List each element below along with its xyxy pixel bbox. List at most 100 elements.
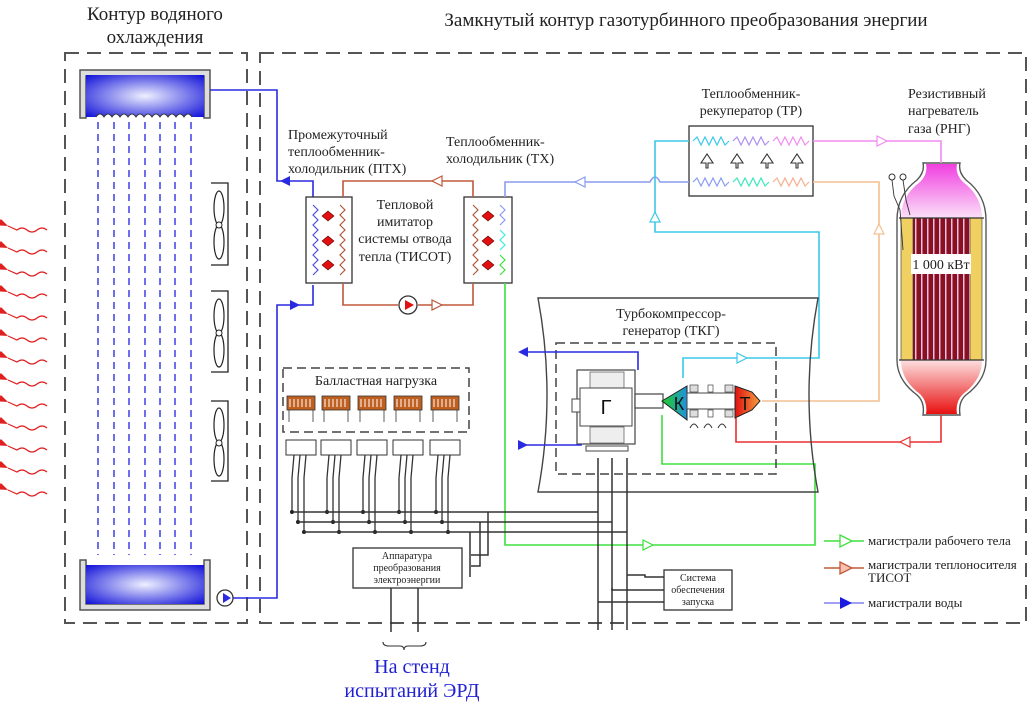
water-loop-title-line2: охлаждения (107, 27, 204, 48)
heat-flow-icon (321, 210, 335, 222)
fan-3 (211, 400, 229, 482)
ballast-label: Балластная нагрузка (315, 374, 438, 389)
gas-flow-arrow-icon (642, 539, 655, 551)
heat-arrow-icon (0, 350, 48, 365)
heat-arrow-icon (0, 482, 48, 497)
gas-flow-arrow-icon (876, 135, 889, 147)
gas-line-recuperator-to-tx (504, 176, 689, 197)
heat-arrow-icon (0, 394, 48, 409)
gas-line-tx-to-compressor (504, 283, 816, 546)
ptx-label-line2: теплообменник- (288, 145, 385, 160)
gas-line-heater-to-turbine (735, 415, 942, 443)
ptx-heat-exchanger (305, 196, 353, 284)
water-flow-arrow-icon (290, 300, 300, 310)
water-flow-arrow-icon (518, 440, 528, 450)
start-sys-label-line1: Система (680, 573, 717, 584)
heat-arrow-icon (0, 416, 48, 431)
legend-item-tisot: магистрали теплоносителя ТИСОТ (824, 557, 1017, 585)
legend-item-working-fluid: магистрали рабочего тела (824, 533, 1011, 549)
hollow-triangle-icon (839, 533, 854, 549)
heat-radiation-arrows (0, 218, 48, 497)
fan-icon (213, 407, 225, 443)
falling-water (97, 122, 192, 555)
compressor-label: К (674, 394, 685, 414)
rng-power-label: 1 000 кВт (912, 258, 969, 273)
water-loop-title-line1: Контур водяного (87, 4, 223, 25)
tisot-flow-arrow-icon (431, 299, 444, 311)
water-pump (216, 589, 234, 607)
ptx-label-line1: Промежуточный (288, 128, 388, 143)
ballast-unit (285, 395, 317, 534)
tisot-label-line2: имитатор (377, 215, 433, 230)
start-wires (598, 574, 664, 603)
terminal-icon (899, 173, 907, 181)
tisot-line-bottom-left (342, 283, 398, 306)
gas-line-compressor-to-recuperator (654, 140, 820, 378)
heat-arrow-icon (0, 438, 48, 453)
water-flow-arrow-icon (280, 176, 290, 186)
heat-arrow-icon (0, 372, 48, 387)
ballast-unit (320, 395, 352, 534)
output-brace (382, 641, 427, 651)
rng-label-line2: нагреватель (908, 104, 979, 119)
filled-triangle-icon (840, 597, 852, 609)
tisot-label-line3: системы отвода (358, 232, 452, 247)
tx-heat-exchanger (463, 196, 513, 284)
heat-transfer-arrow-icon (789, 153, 805, 169)
top-water-tank (86, 75, 204, 117)
legend-label: магистрали рабочего тела (868, 533, 1011, 548)
heat-arrow-icon (0, 240, 48, 255)
heat-flow-icon (481, 259, 495, 271)
tisot-flow-arrow-icon (430, 175, 443, 187)
generator-water-in (520, 444, 582, 446)
gas-flow-arrow-icon (573, 176, 586, 188)
cooling-tower (79, 69, 211, 611)
rng-heater (888, 162, 987, 416)
generator (571, 369, 664, 452)
gas-flow-arrow-icon (898, 436, 911, 448)
heat-flow-icon (481, 235, 495, 247)
gas-flow-arrow-icon (736, 352, 749, 364)
water-loop-boundary (64, 52, 248, 624)
ballast-unit (356, 395, 388, 534)
tkg-label-line2: генератор (ТКГ) (622, 324, 719, 339)
heat-flow-icon (321, 235, 335, 247)
legend-label: магистрали теплоносителя (868, 557, 1017, 572)
power-conv-label-line2: преобразования (373, 563, 441, 574)
gas-line-recuperator-to-heater (813, 140, 942, 163)
power-conversion-box (352, 547, 463, 589)
ballast-unit (392, 395, 424, 534)
legend-label: магистрали воды (868, 595, 963, 610)
ptx-label-line3: холодильник (ПТХ) (288, 162, 407, 177)
tkg-label-line1: Турбокомпрессор- (616, 307, 726, 322)
heat-arrow-icon (0, 328, 48, 343)
generator-label: Г (601, 397, 612, 419)
rng-label-line3: газа (РНГ) (908, 122, 971, 137)
start-sys-label-line2: обеспечения (671, 585, 725, 596)
ballast-boundary (282, 367, 470, 433)
power-conv-label-line1: Аппаратура (382, 551, 433, 562)
gas-loop-boundary (259, 52, 1027, 624)
terminal-icon (888, 173, 896, 181)
generator-water-out (528, 351, 639, 370)
fan-1 (211, 182, 229, 266)
output-label-line2: испытаний ЭРД (344, 680, 480, 702)
shaft-bearings (686, 384, 736, 429)
heat-transfer-arrow-icon (729, 153, 745, 169)
legend-item-water: магистрали воды (824, 595, 963, 610)
water-line-supply (210, 89, 314, 200)
water-flow-arrow-icon (518, 347, 528, 357)
water-line-return (233, 285, 314, 599)
fan-icon (213, 190, 225, 226)
tx-label-line2: холодильник (ТХ) (446, 152, 554, 167)
gas-flow-arrow-icon (649, 210, 661, 223)
heat-flow-icon (321, 259, 335, 271)
tr-recuperator (688, 125, 814, 197)
turbine (734, 385, 761, 419)
heat-transfer-arrow-icon (699, 153, 715, 169)
tkg-housing (537, 297, 819, 493)
heat-arrow-icon (0, 284, 48, 299)
tx-label-line1: Теплообменник- (446, 135, 545, 150)
tisot-pump (398, 295, 418, 315)
